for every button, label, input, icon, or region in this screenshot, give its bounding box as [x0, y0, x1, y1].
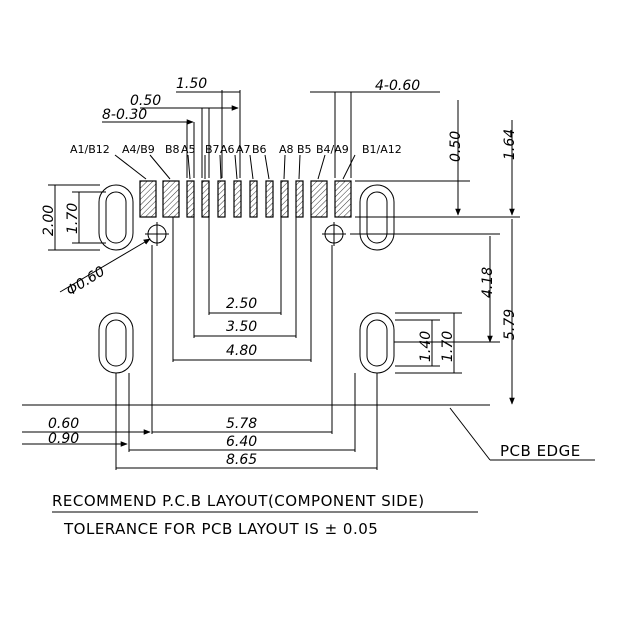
pin-label-b1-a12: B1/A12 [362, 143, 402, 156]
pin-labels: A1/B12 A4/B9 B8 A5 B7 A6 A7 B6 A8 B5 B4/… [70, 143, 402, 156]
pin-label-b4-a9: B4/A9 [316, 143, 349, 156]
pad-a7 [249, 180, 258, 218]
dimension-lines [22, 90, 595, 470]
pin-label-a7: A7 [236, 143, 251, 156]
pin-label-b8: B8 [165, 143, 180, 156]
pad-a8 [280, 180, 289, 218]
slot-top-left-outer [98, 184, 134, 251]
dim-slot-right-outer: 1.70 [440, 331, 456, 362]
dim-width-5-78: 5.78 [226, 416, 257, 432]
dim-width-6-40: 6.40 [226, 434, 257, 450]
pin-label-a4-b9: A4/B9 [122, 143, 155, 156]
pad-b4-a9 [310, 180, 328, 218]
pad-a6 [233, 180, 242, 218]
pin-label-a1-b12: A1/B12 [70, 143, 110, 156]
slot-bottom-right-outer [359, 312, 395, 374]
pad-b7 [217, 180, 226, 218]
pin-label-b5: B5 [297, 143, 312, 156]
locating-holes [145, 222, 346, 246]
dim-width-3-50: 3.50 [226, 319, 257, 335]
pad-b1-a12 [334, 180, 352, 218]
note-tolerance: TOLERANCE FOR PCB LAYOUT IS ± 0.05 [63, 520, 378, 538]
pin-label-b6: B6 [252, 143, 267, 156]
slot-bottom-right-inner [366, 319, 388, 367]
pad-row [139, 180, 352, 218]
dim-width-2-50: 2.50 [226, 296, 257, 312]
dim-pad-range: 8-0.30 [102, 107, 147, 123]
dim-edge-0-90: 0.90 [48, 431, 79, 447]
pad-b8 [186, 180, 195, 218]
pad-a5 [201, 180, 210, 218]
pad-a1-b12 [139, 180, 157, 218]
dim-small-pitch: 0.50 [130, 93, 161, 109]
dim-span-4-18: 4.18 [480, 267, 496, 298]
dim-width-4-80: 4.80 [226, 343, 257, 359]
layout-notes: RECOMMEND P.C.B LAYOUT(COMPONENT SIDE) T… [52, 492, 478, 538]
dim-wide-pad: 4-0.60 [375, 78, 420, 94]
pin-label-a6: A6 [220, 143, 235, 156]
dimension-labels: 1.50 0.50 8-0.30 4-0.60 0.50 1.64 4.18 5… [41, 76, 518, 468]
dim-pad-height: 0.50 [448, 131, 464, 162]
pcb-edge-label: PCB EDGE [500, 442, 581, 460]
dim-slot-left-inner: 1.70 [65, 203, 81, 234]
pad-b5 [295, 180, 304, 218]
slot-bottom-left-outer [98, 312, 134, 374]
dim-slot-right-inner: 1.40 [418, 331, 434, 362]
pad-b6 [265, 180, 274, 218]
pin-label-b7: B7 [205, 143, 220, 156]
dim-pitch: 1.50 [176, 76, 207, 92]
dim-span-5-79: 5.79 [502, 309, 518, 340]
pin-label-a5: A5 [181, 143, 196, 156]
pin-label-a8: A8 [279, 143, 294, 156]
pad-a4-b9 [162, 180, 180, 218]
dim-row-offset: 1.64 [502, 129, 518, 160]
note-title: RECOMMEND P.C.B LAYOUT(COMPONENT SIDE) [52, 492, 425, 510]
dim-hole: Φ0.60 [64, 263, 108, 299]
dim-width-8-65: 8.65 [226, 452, 257, 468]
dim-slot-left-outer: 2.00 [41, 205, 57, 236]
dim-edge-0-60: 0.60 [48, 416, 79, 432]
slot-bottom-left-inner [105, 319, 127, 367]
slot-top-left-inner [105, 191, 127, 244]
